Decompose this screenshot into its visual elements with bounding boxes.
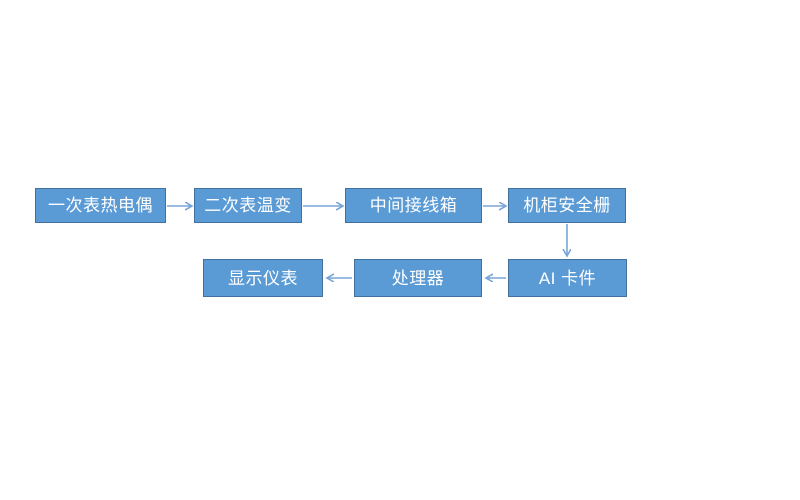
node-ai-card[interactable]: AI 卡件 [508,259,627,297]
node-processor[interactable]: 处理器 [354,259,482,297]
node-intermediate-junction-box[interactable]: 中间接线箱 [345,188,482,223]
node-primary-thermocouple[interactable]: 一次表热电偶 [35,188,166,223]
node-cabinet-safety-barrier[interactable]: 机柜安全栅 [508,188,626,223]
node-display-instrument[interactable]: 显示仪表 [203,259,323,297]
node-secondary-temp-transmitter[interactable]: 二次表温变 [194,188,302,223]
